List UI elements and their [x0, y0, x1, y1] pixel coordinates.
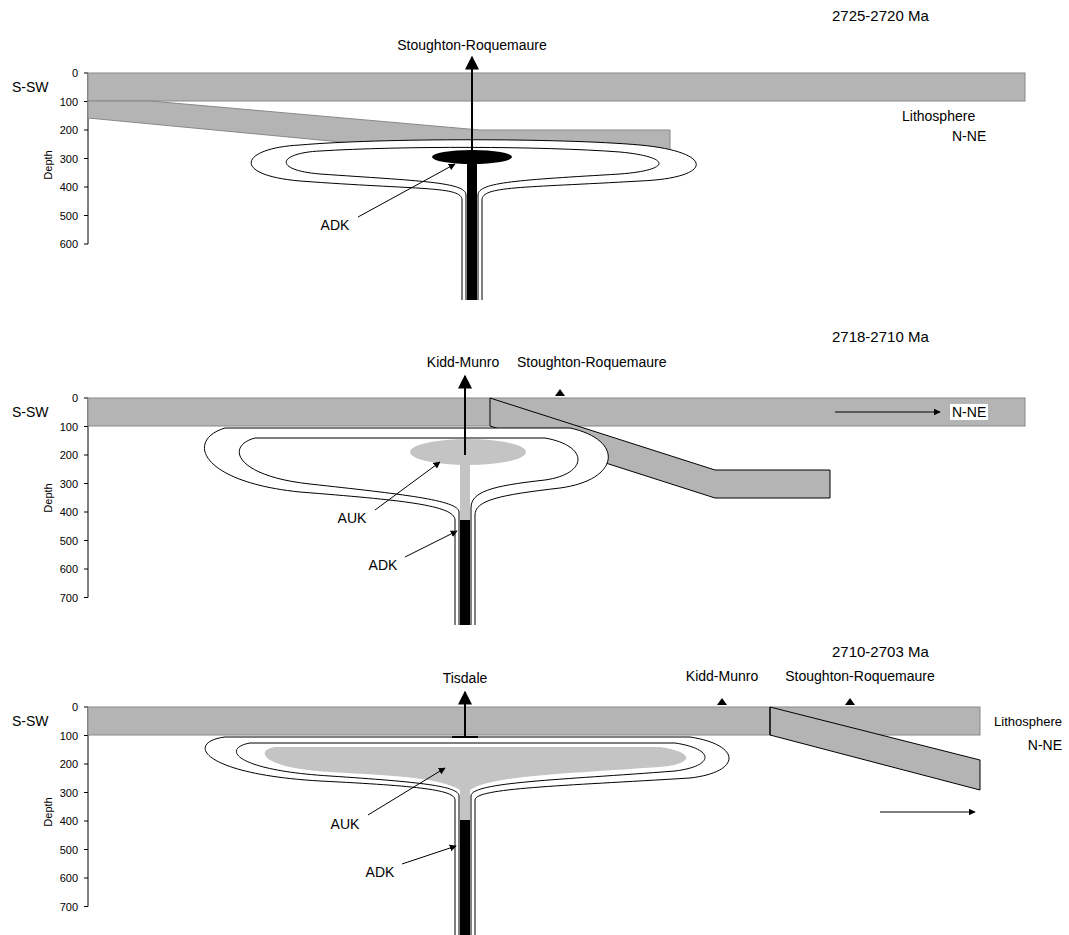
direction-label: N-NE	[950, 128, 988, 144]
depth-tick: 700	[58, 591, 80, 604]
direction-label: N-NE	[950, 404, 988, 420]
axis-title: Depth	[42, 481, 55, 514]
panel-3	[84, 692, 980, 935]
depth-tick: 500	[58, 843, 80, 856]
plume-inner	[239, 438, 578, 625]
direction-label: S-SW	[10, 713, 51, 729]
depth-axis	[88, 398, 89, 598]
site-marker	[845, 698, 855, 705]
adk-stem	[467, 160, 477, 300]
depth-tick: 400	[58, 815, 80, 828]
lithosphere-band	[88, 73, 1025, 101]
time-label: 2710-2703 Ma	[830, 643, 931, 660]
depth-tick: 500	[58, 534, 80, 547]
site-marker	[555, 389, 565, 396]
depth-tick: 100	[58, 729, 80, 742]
direction-label: S-SW	[10, 404, 51, 420]
leader-arrow	[375, 462, 440, 510]
axis-ticks	[84, 73, 88, 244]
auk-melt	[265, 747, 686, 820]
lithosphere-label: Lithosphere	[992, 715, 1064, 730]
depth-tick: 600	[58, 238, 80, 251]
motion-arrow	[880, 812, 975, 813]
depth-tick: 0	[70, 701, 80, 714]
magma-label: AUK	[329, 816, 362, 832]
adk-stem	[460, 820, 470, 935]
direction-label: N-NE	[1026, 737, 1064, 753]
axis-title: Depth	[42, 148, 55, 181]
panel-2	[84, 376, 1025, 625]
depth-tick: 400	[58, 506, 80, 519]
depth-tick: 400	[58, 181, 80, 194]
magma-arrow	[464, 692, 466, 736]
axis-title: Depth	[42, 795, 55, 828]
leader-arrow	[368, 768, 445, 815]
leader-arrow	[358, 164, 455, 217]
plume-inner	[236, 743, 705, 935]
site-name: Stoughton-Roquemaure	[395, 37, 548, 53]
slab-edge	[770, 707, 771, 735]
leader-arrow	[402, 846, 456, 864]
depth-tick: 600	[58, 563, 80, 576]
lithosphere-label: Lithosphere	[900, 108, 977, 124]
depth-tick: 0	[70, 67, 80, 80]
plume-outer	[204, 428, 608, 625]
panel-1	[84, 57, 1025, 300]
plume-outer	[251, 140, 696, 300]
arrow-bar	[452, 736, 478, 738]
depth-tick: 300	[58, 786, 80, 799]
axis-ticks	[84, 707, 88, 907]
magma-label: ADK	[367, 557, 400, 573]
plume-inner	[286, 147, 659, 300]
magma-label: ADK	[319, 217, 352, 233]
time-label: 2718-2710 Ma	[830, 328, 931, 345]
depth-tick: 200	[58, 124, 80, 137]
magma-arrow	[471, 57, 473, 155]
site-name: Stoughton-Roquemaure	[783, 668, 936, 684]
depth-tick: 200	[58, 758, 80, 771]
depth-tick: 100	[58, 420, 80, 433]
depth-tick: 500	[58, 209, 80, 222]
auk-stem	[460, 455, 470, 520]
site-name: Tisdale	[441, 670, 490, 686]
depth-tick: 700	[58, 900, 80, 913]
site-name: Kidd-Munro	[425, 354, 501, 370]
site-marker	[717, 698, 727, 705]
depth-tick: 200	[58, 449, 80, 462]
depth-tick: 600	[58, 872, 80, 885]
depth-tick: 300	[58, 152, 80, 165]
adk-stem	[460, 520, 470, 625]
dipping-slab	[770, 707, 980, 790]
magma-label: AUK	[336, 510, 369, 526]
depth-tick: 100	[58, 95, 80, 108]
motion-arrow	[835, 412, 940, 413]
plume-outer	[205, 737, 729, 935]
axis-ticks	[84, 398, 88, 598]
site-name: Stoughton-Roquemaure	[515, 354, 668, 370]
site-name: Kidd-Munro	[684, 668, 760, 684]
leader-arrow	[405, 531, 457, 557]
depth-tick: 0	[70, 392, 80, 405]
time-label: 2725-2720 Ma	[830, 7, 931, 24]
depth-tick: 300	[58, 477, 80, 490]
magma-label: ADK	[364, 864, 397, 880]
magma-arrow	[464, 376, 466, 455]
direction-label: S-SW	[10, 79, 51, 95]
depth-axis	[88, 707, 89, 907]
